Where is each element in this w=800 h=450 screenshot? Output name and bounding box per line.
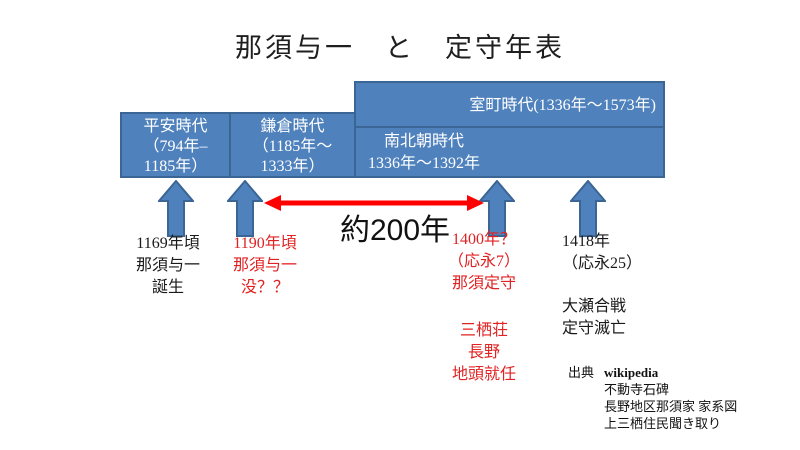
up-arrow-icon [479, 180, 515, 237]
annotation-line: （応永7） [447, 253, 520, 270]
annotation-line: 定守滅亡 [562, 320, 627, 337]
annotation-sadamori-fall: 1418年 （応永25） 大瀬合戦 定守滅亡 [562, 231, 682, 340]
spacer [435, 295, 533, 320]
up-arrow-icon [570, 180, 606, 237]
source-item: 不動寺石碑 [604, 382, 670, 397]
source-item: wikipedia [604, 365, 659, 380]
up-arrow-icon [158, 180, 194, 237]
period-years: （794年– [143, 138, 208, 155]
period-label: 鎌倉時代 [260, 118, 325, 135]
annotation-line: 長野 [467, 344, 500, 361]
annotation-line: 三栖荘 [459, 322, 508, 339]
annotation-line: 1190年頃 [233, 235, 297, 252]
annotation-line: 那須定守 [451, 275, 516, 292]
source-items: wikipedia 不動寺石碑 長野地区那須家 家系図 上三栖住民聞き取り [604, 364, 737, 432]
annotation-line: 那須与一 [135, 257, 200, 274]
annotation-line: 地頭就任 [451, 366, 516, 383]
annotation-line: 1169年頃 [136, 235, 200, 252]
annotation-sadamori: 1400年？ （応永7） 那須定守 三栖荘 長野 地頭就任 [435, 229, 533, 386]
period-box-kamakura: 鎌倉時代 （1185年～ 1333年） [229, 112, 356, 178]
period-years-nanbokucho: 1336年～1392年 [368, 155, 481, 172]
up-arrow-icon [227, 180, 263, 237]
annotation-line: 1400年？ [451, 231, 516, 248]
annotation-line: 誕生 [151, 279, 184, 296]
annotation-yoichi-death: 1190年頃 那須与一 没？？ [217, 233, 313, 299]
period-label-muromachi: 室町時代(1336年～1573年) [356, 83, 663, 128]
period-box-nanbokucho: 南北朝時代 1336年～1392年 [356, 128, 663, 175]
page-title: 那須与一 と 定守年表 [235, 33, 565, 63]
period-years: 1333年） [260, 158, 325, 175]
source-label: 出典 [568, 365, 595, 380]
annotation-line: 大瀬合戦 [562, 298, 627, 315]
period-years: （1185年～ [252, 138, 333, 155]
annotation-yoichi-birth: 1169年頃 那須与一 誕生 [122, 233, 214, 299]
period-label: 平安時代 [143, 118, 208, 135]
spacer [562, 275, 682, 296]
period-label-nanbokucho: 南北朝時代 [384, 133, 465, 150]
annotation-line: 1418年 [562, 233, 611, 250]
source-note: 出典 wikipedia 不動寺石碑 長野地区那須家 家系図 上三栖住民聞き取り [568, 364, 737, 432]
annotation-line: 那須与一 [232, 257, 297, 274]
source-item: 長野地区那須家 家系図 [604, 399, 738, 414]
gap-duration-label: 約200年 [339, 214, 451, 247]
source-item: 上三栖住民聞き取り [604, 416, 722, 431]
period-box-muromachi: 室町時代(1336年～1573年) 南北朝時代 1336年～1392年 [354, 81, 665, 178]
period-years: 1185年） [143, 158, 208, 175]
annotation-line: 没？？ [240, 279, 289, 296]
period-box-heian: 平安時代 （794年– 1185年） [120, 112, 231, 178]
double-arrow-icon [264, 195, 484, 211]
annotation-line: （応永25） [562, 255, 643, 272]
